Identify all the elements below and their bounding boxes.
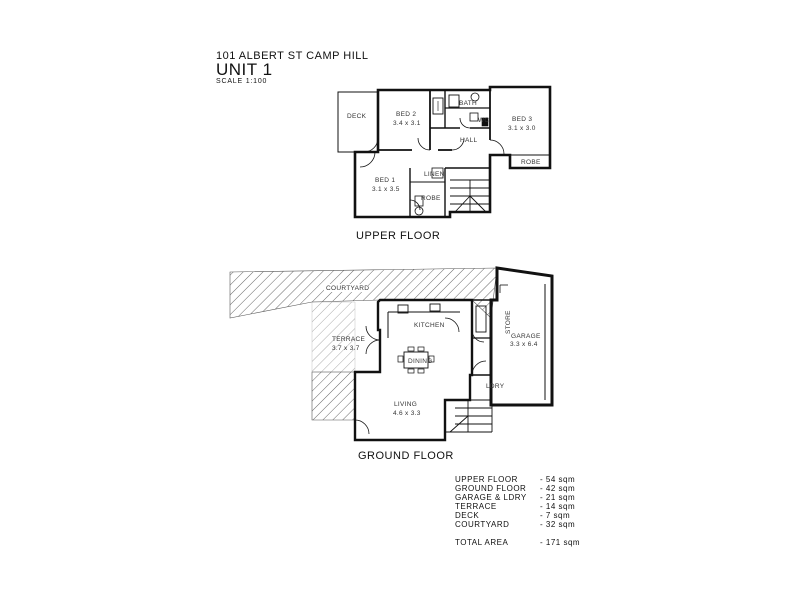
hall-label: HALL bbox=[460, 137, 478, 144]
upper-floor-labels: DECK BED 2 3.4 x 3.1 BED 3 3.1 x 3.0 BED… bbox=[347, 100, 541, 202]
area-row: GROUND FLOOR - 42 sqm bbox=[455, 484, 600, 493]
total-area-value: - 171 sqm bbox=[540, 538, 581, 547]
area-name: DECK bbox=[455, 511, 480, 520]
living-size: 4.6 x 3.3 bbox=[393, 410, 421, 417]
robe-bed3-label: ROBE bbox=[521, 159, 541, 166]
ground-outer-walls bbox=[353, 298, 474, 442]
area-schedule: UPPER FLOOR - 54 sqm GROUND FLOOR - 42 s… bbox=[455, 475, 600, 547]
scale-label: SCALE 1:100 bbox=[216, 78, 268, 85]
wc-label: WC bbox=[478, 117, 489, 124]
area-value: - 54 sqm bbox=[540, 475, 576, 484]
bath-label: BATH bbox=[459, 100, 477, 107]
ground-floor-labels: COURTYARD TERRACE 3.7 x 3.7 KITCHEN DINI… bbox=[324, 284, 541, 417]
upper-floor-plan bbox=[337, 85, 552, 219]
unit-title: UNIT 1 bbox=[216, 60, 273, 79]
area-value: - 7 sqm bbox=[540, 511, 571, 520]
garage-size: 3.3 x 6.4 bbox=[510, 341, 538, 348]
terrace-size: 3.7 x 3.7 bbox=[332, 345, 360, 352]
bed3-size: 3.1 x 3.0 bbox=[508, 125, 536, 132]
courtyard-label: COURTYARD bbox=[326, 285, 369, 292]
robe-bed1-label: ROBE bbox=[421, 195, 441, 202]
area-value: - 32 sqm bbox=[540, 520, 576, 529]
property-address: 101 ALBERT ST CAMP HILL bbox=[216, 50, 369, 62]
garage-walls bbox=[489, 266, 554, 407]
upper-outer-walls bbox=[353, 85, 552, 219]
ground-floor-plan bbox=[229, 266, 554, 442]
courtyard-hatch bbox=[229, 267, 498, 319]
area-name: UPPER FLOOR bbox=[455, 475, 518, 484]
area-value: - 21 sqm bbox=[540, 493, 576, 502]
deck-outline bbox=[337, 91, 378, 153]
upper-floor-title: UPPER FLOOR bbox=[356, 230, 441, 242]
laundry-label: LDRY bbox=[486, 383, 505, 390]
area-row: TERRACE - 14 sqm bbox=[455, 502, 600, 511]
total-area-row: TOTAL AREA - 171 sqm bbox=[455, 538, 600, 547]
area-value: - 42 sqm bbox=[540, 484, 576, 493]
bed3-label: BED 3 bbox=[512, 116, 532, 123]
terrace-label: TERRACE bbox=[332, 336, 366, 343]
bed2-label: BED 2 bbox=[396, 111, 416, 118]
deck-label: DECK bbox=[347, 113, 367, 120]
area-row: UPPER FLOOR - 54 sqm bbox=[455, 475, 600, 484]
living-label: LIVING bbox=[394, 401, 417, 408]
area-row: GARAGE & LDRY - 21 sqm bbox=[455, 493, 600, 502]
kitchen-label: KITCHEN bbox=[414, 322, 445, 329]
area-name: COURTYARD bbox=[455, 520, 510, 529]
area-name: GARAGE & LDRY bbox=[455, 493, 527, 502]
west-hatch bbox=[311, 371, 356, 421]
bed2-size: 3.4 x 3.1 bbox=[393, 120, 421, 127]
ground-floor-title: GROUND FLOOR bbox=[358, 450, 454, 462]
dining-label: DINING bbox=[408, 358, 433, 365]
area-name: TERRACE bbox=[455, 502, 497, 511]
total-area-name: TOTAL AREA bbox=[455, 538, 509, 547]
area-row: DECK - 7 sqm bbox=[455, 511, 600, 520]
area-row: COURTYARD - 32 sqm bbox=[455, 520, 600, 529]
area-value: - 14 sqm bbox=[540, 502, 576, 511]
store-label: STORE bbox=[505, 310, 512, 334]
area-name: GROUND FLOOR bbox=[455, 484, 527, 493]
linen-label: LINEN bbox=[424, 171, 445, 178]
garage-label: GARAGE bbox=[511, 333, 541, 340]
bed1-label: BED 1 bbox=[375, 177, 395, 184]
bed1-size: 3.1 x 3.5 bbox=[372, 186, 400, 193]
